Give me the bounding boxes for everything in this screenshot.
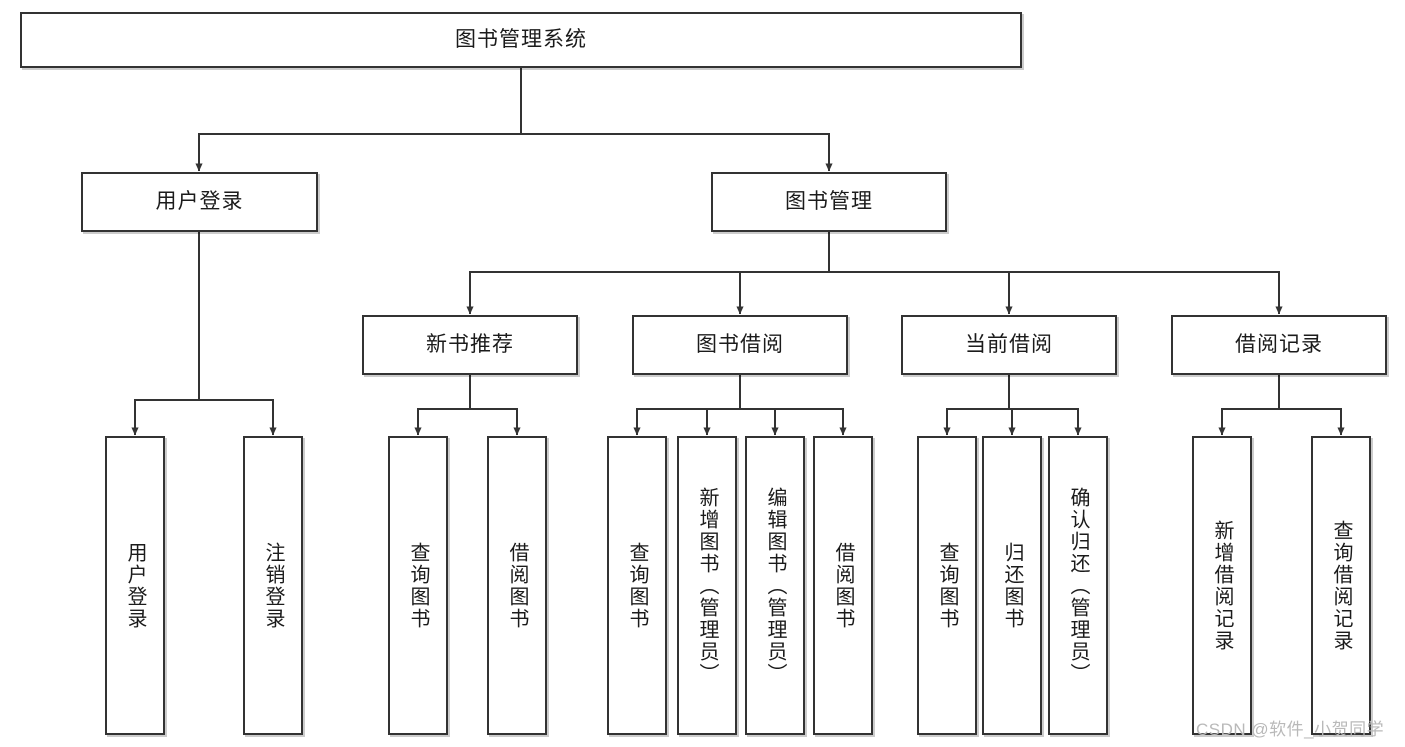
edge-5: [466, 232, 830, 315]
edge-18: [1218, 375, 1280, 436]
node-label: 注销登录: [262, 541, 284, 630]
node-label: 查询图书: [936, 541, 958, 630]
node-label: 用户登录: [155, 189, 244, 213]
edge-10: [469, 375, 521, 436]
node-leaf-6[interactable]: 新增图书（管理员）: [677, 436, 737, 735]
node-leaf-7[interactable]: 编辑图书（管理员）: [745, 436, 805, 735]
node-label: 确认归还（管理员）: [1067, 486, 1089, 685]
node-level3-2[interactable]: 图书借阅: [632, 315, 848, 375]
edge-3: [131, 232, 200, 436]
node-level2-2[interactable]: 图书管理: [711, 172, 947, 232]
node-level2-1[interactable]: 用户登录: [81, 172, 318, 232]
node-leaf-9[interactable]: 查询图书: [917, 436, 977, 735]
node-root-system[interactable]: 图书管理系统: [20, 12, 1022, 68]
edge-6: [736, 232, 830, 315]
node-leaf-13[interactable]: 查询借阅记录: [1311, 436, 1371, 735]
node-label: 借阅图书: [832, 541, 854, 630]
node-level3-1[interactable]: 新书推荐: [362, 315, 578, 375]
edge-2: [520, 68, 833, 172]
edge-1: [195, 68, 522, 172]
edge-group: [131, 68, 1345, 436]
node-label: 查询借阅记录: [1330, 519, 1352, 652]
edge-14: [739, 375, 847, 436]
node-label: 图书借阅: [696, 332, 784, 356]
edge-11: [633, 375, 741, 436]
node-leaf-4[interactable]: 借阅图书: [487, 436, 547, 735]
node-label: 新书推荐: [426, 332, 514, 356]
edge-4: [198, 232, 277, 436]
node-label: 编辑图书（管理员）: [764, 486, 786, 685]
node-label: 借阅记录: [1235, 332, 1323, 356]
edge-16: [1008, 375, 1016, 436]
edge-7: [828, 232, 1013, 315]
node-leaf-11[interactable]: 确认归还（管理员）: [1048, 436, 1108, 735]
node-label: 图书管理系统: [455, 27, 587, 51]
edge-15: [943, 375, 1010, 436]
node-leaf-2[interactable]: 注销登录: [243, 436, 303, 735]
node-label: 图书管理: [785, 189, 873, 213]
edge-17: [1008, 375, 1082, 436]
node-label: 归还图书: [1001, 541, 1023, 630]
node-level3-3[interactable]: 当前借阅: [901, 315, 1117, 375]
node-leaf-12[interactable]: 新增借阅记录: [1192, 436, 1252, 735]
edge-19: [1278, 375, 1345, 436]
watermark-text: CSDN @软件_小贺同学: [1196, 720, 1385, 739]
edge-9: [414, 375, 471, 436]
node-label: 用户登录: [124, 541, 146, 630]
node-label: 查询图书: [626, 541, 648, 630]
node-label: 当前借阅: [965, 332, 1053, 356]
node-leaf-10[interactable]: 归还图书: [982, 436, 1042, 735]
node-level3-4[interactable]: 借阅记录: [1171, 315, 1387, 375]
node-label: 新增图书（管理员）: [696, 486, 718, 685]
node-leaf-8[interactable]: 借阅图书: [813, 436, 873, 735]
node-leaf-3[interactable]: 查询图书: [388, 436, 448, 735]
edge-12: [703, 375, 741, 436]
node-leaf-1[interactable]: 用户登录: [105, 436, 165, 735]
node-leaf-5[interactable]: 查询图书: [607, 436, 667, 735]
node-label: 新增借阅记录: [1211, 519, 1233, 652]
node-label: 查询图书: [407, 541, 429, 630]
edge-8: [828, 232, 1283, 315]
node-label: 借阅图书: [506, 541, 528, 630]
edge-13: [739, 375, 779, 436]
